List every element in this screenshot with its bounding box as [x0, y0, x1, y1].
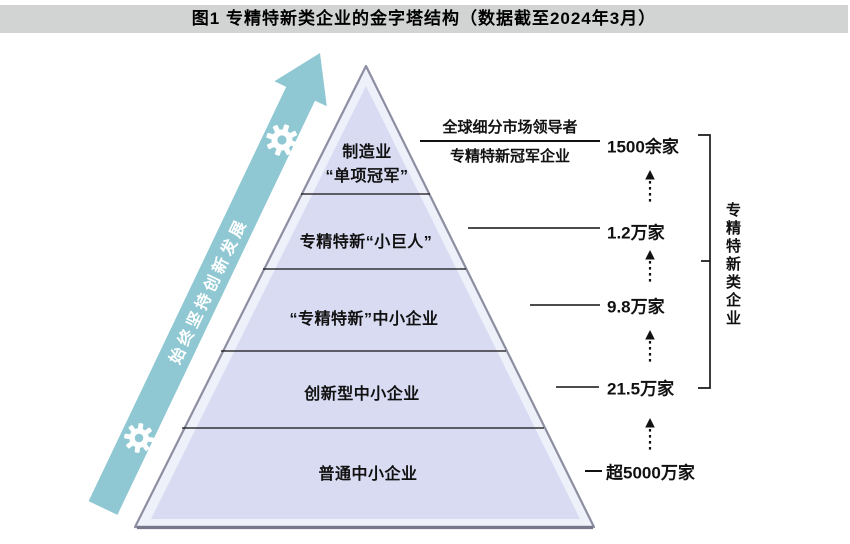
apex-annotation-denominator: 专精特新冠军企业: [449, 148, 570, 165]
up-arrow-icon: [644, 328, 656, 367]
growth-arrow: [88, 53, 327, 515]
bracket: [698, 134, 711, 389]
count-level-5: 超5000万家: [606, 463, 695, 483]
pyramid-level-3-label: “专精特新”中小企业: [289, 311, 439, 328]
up-arrow-icon: [644, 248, 656, 287]
bracket-label: 专精特新类企业: [724, 202, 741, 328]
pyramid-level-1-line1: 制造业: [342, 144, 392, 161]
pyramid-level-1-label: 制造业 “单项冠军”: [325, 141, 408, 189]
count-level-3: 9.8万家: [607, 297, 665, 317]
up-arrow-icon: [644, 416, 656, 455]
apex-annotation-numerator: 全球细分市场领导者: [420, 116, 600, 142]
pyramid-level-5-label: 普通中小企业: [318, 466, 418, 483]
pyramid-level-2-label: 专精特新“小巨人”: [299, 234, 433, 251]
pyramid-fill: [151, 86, 580, 519]
pyramid-level-4-label: 创新型中小企业: [304, 386, 420, 403]
pyramid-level-1-line2: “单项冠军”: [325, 168, 409, 185]
count-level-2: 1.2万家: [607, 223, 665, 243]
up-arrow-icon: [644, 168, 656, 207]
count-level-4: 21.5万家: [607, 379, 675, 399]
apex-annotation: 全球细分市场领导者 专精特新冠军企业: [420, 116, 600, 166]
count-level-1: 1500余家: [607, 137, 679, 157]
figure-title: 图1 专精特新类企业的金字塔结构（数据截至2024年3月）: [0, 5, 848, 33]
